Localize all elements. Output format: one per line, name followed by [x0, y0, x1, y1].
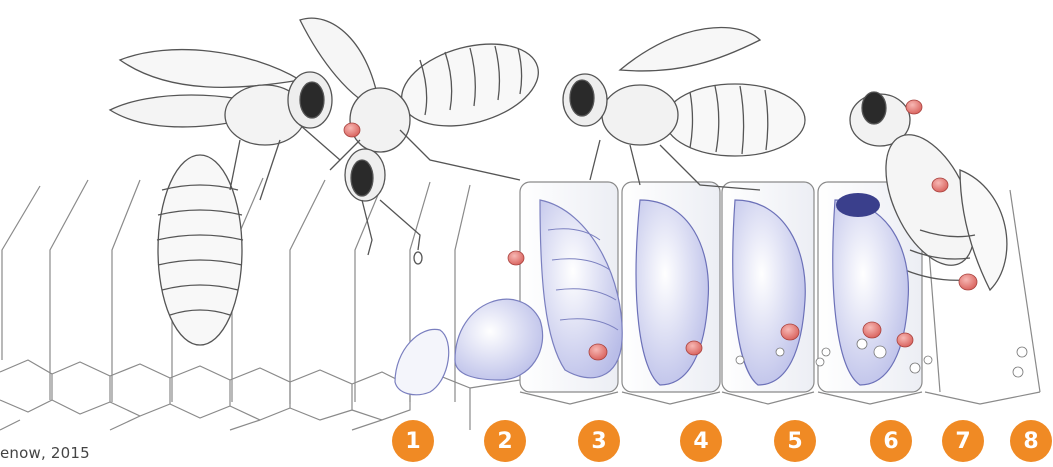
- image-credit: enow, 2015: [0, 444, 90, 462]
- stage-badge-8: 8: [1010, 420, 1052, 462]
- bee-walking: [563, 28, 805, 190]
- mite: [932, 178, 948, 192]
- mite: [863, 322, 881, 338]
- stage-badge-5: 5: [774, 420, 816, 462]
- stage-badge-2: 2: [484, 420, 526, 462]
- larva-stage-1: [395, 329, 449, 394]
- mite: [589, 344, 607, 360]
- mite: [344, 123, 360, 137]
- stage-badge-1: 1: [392, 420, 434, 462]
- stage-badge-3: 3: [578, 420, 620, 462]
- mite: [508, 251, 524, 265]
- mite: [959, 274, 977, 290]
- bee-left: [110, 50, 340, 345]
- mite: [906, 100, 922, 114]
- mite: [686, 341, 702, 355]
- larva-stage-2: [455, 299, 543, 380]
- stage-badge-7: 7: [942, 420, 984, 462]
- stage-badge-6: 6: [870, 420, 912, 462]
- mite: [781, 324, 799, 340]
- stage-badge-4: 4: [680, 420, 722, 462]
- bee-center: [300, 18, 547, 264]
- mite: [897, 333, 913, 347]
